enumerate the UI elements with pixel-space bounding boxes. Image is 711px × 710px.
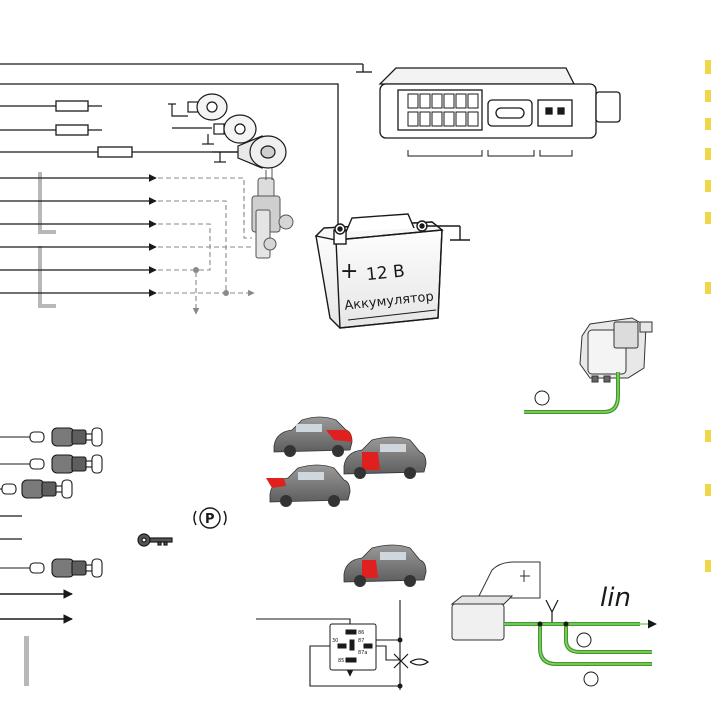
door-switch-icon — [0, 455, 102, 473]
fuse-1 — [56, 101, 88, 111]
alarm-control-unit — [380, 68, 620, 138]
relay-pin-30: 30 — [332, 638, 338, 644]
plain-wires — [0, 516, 22, 539]
door-switch-icon — [0, 428, 102, 446]
relay-icon — [330, 624, 376, 670]
cut-wire-scissors-icon — [394, 654, 428, 668]
relay-pin-85: 85 — [338, 658, 344, 664]
wire-marker-circle — [584, 672, 598, 686]
trunk-switch-icon — [0, 559, 102, 577]
lin-bus-label: lin — [600, 583, 631, 613]
siren-horn-icon — [212, 136, 286, 168]
bottom-left-bracket — [24, 636, 29, 686]
wire-splice-icon — [546, 600, 558, 622]
main-power-wires — [0, 64, 372, 228]
car-trunk-icon — [266, 465, 350, 507]
car-hood-icon — [274, 417, 352, 457]
lock-group-brackets — [40, 172, 56, 306]
connector-dimension-lines — [408, 150, 572, 156]
relay-wiring — [256, 600, 400, 690]
wire-marker-circle — [535, 391, 549, 405]
relay-pin-86: 86 — [358, 630, 364, 636]
battery-plus-sign: + — [340, 259, 358, 284]
output-arrows — [0, 594, 72, 619]
hood-switch-icon — [0, 480, 72, 498]
fuse-2 — [56, 125, 88, 135]
right-edge-marks — [705, 60, 711, 572]
car-rear-door-icon — [344, 545, 426, 587]
lin-module — [452, 562, 540, 640]
fuse-3 — [98, 147, 132, 157]
central-lock-wires — [0, 178, 156, 293]
wire-marker-circle — [577, 633, 591, 647]
door-lock-actuator-icon — [252, 168, 293, 258]
relay-pin-87a: 87a — [358, 650, 367, 656]
parking-brake-letter: P — [205, 512, 215, 527]
bulb-icon — [168, 94, 227, 120]
relay-pin-87: 87 — [358, 638, 364, 644]
central-lock-dashed — [158, 178, 254, 314]
battery-voltage: 12 В — [365, 261, 406, 285]
junction-dots — [193, 267, 229, 296]
ignition-key-icon — [138, 534, 172, 546]
car-door-icon — [344, 437, 426, 479]
